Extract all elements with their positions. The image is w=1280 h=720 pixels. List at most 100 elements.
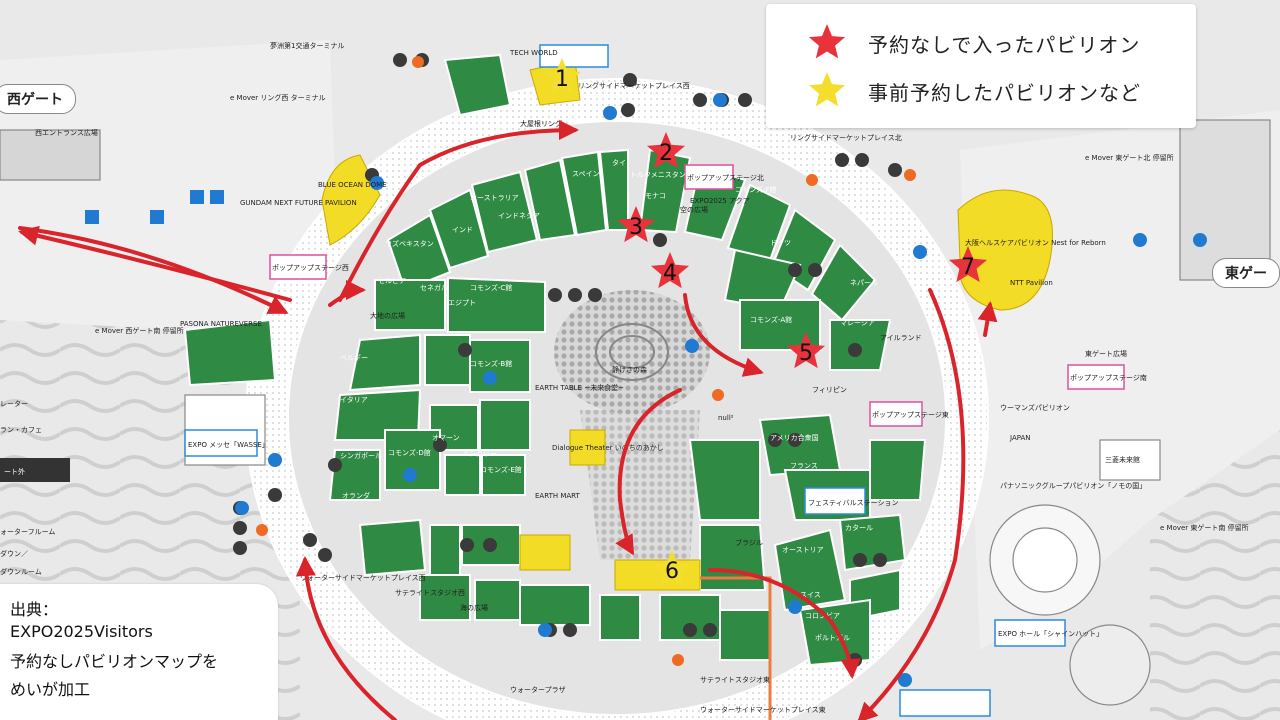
label-brazil: ブラジル (735, 538, 763, 547)
marker-6: 6 (652, 550, 692, 587)
label-singapore: シンガポール (340, 451, 382, 460)
blue-labels (184, 44, 1066, 717)
label-women: ウーマンズパビリオン (1000, 403, 1070, 412)
label-ring-marketplace-west: リングサイドマーケットプレイス西 (578, 81, 690, 90)
label-egypt: エジプト (448, 299, 476, 307)
label-water-plaza: ウォータープラザ (510, 685, 566, 694)
label-festival-station: フェスティバルステーション (808, 499, 898, 507)
source-note: 出典： EXPO2025Visitors 予約なしパビリオンマップを めいが加工 (0, 584, 278, 720)
label-ireland: アイルランド (880, 334, 922, 342)
label-italy: イタリア (340, 395, 368, 404)
yellow-star-icon (652, 550, 692, 587)
label-germany: ドイツ (770, 239, 791, 247)
popup-stages (269, 164, 1125, 427)
forest-of-tranquility (554, 290, 710, 414)
label-earth-mart: EARTH MART (535, 492, 581, 500)
label-emover-east-south: e Mover 東ゲート南 停留所 (1160, 523, 1249, 532)
marker-1: 1 (542, 58, 582, 95)
label-hungary: ハンガリー (462, 449, 497, 458)
yellow-star-icon (808, 72, 846, 107)
label-switzerland: スイス (800, 591, 821, 599)
label-philippines: フィリピン (812, 386, 847, 394)
label-commons-d: コモンズ-D館 (388, 448, 431, 457)
orange-path (700, 576, 772, 720)
yellow-star-icon (542, 58, 582, 95)
red-star-icon (646, 132, 686, 169)
marker-2: 2 (646, 132, 686, 169)
land-west (0, 40, 340, 350)
label-tech-world: TECH WORLD (509, 49, 558, 57)
left-edge-dark-tab (0, 458, 70, 482)
label-dialogue-theater: Dialogue Theater いのちのあかし (552, 444, 664, 452)
label-senegal: セネガル (420, 283, 448, 292)
label-emover-west-south: e Mover 西ゲート南 停留所 (95, 326, 184, 335)
red-star-icon (786, 332, 826, 369)
label-popup-east: ポップアップステージ東 (872, 410, 949, 419)
label-popup-west: ポップアップステージ西 (272, 264, 349, 272)
label-australia: オーストラリア (470, 194, 519, 202)
label-null2: null² (718, 414, 734, 422)
marker-number: 1 (555, 67, 569, 92)
marker-7: 7 (948, 246, 988, 283)
source-line-2: EXPO2025Visitors (10, 622, 153, 641)
label-panasonic: パナソニックグループパビリオン「ノモの国」 (1000, 481, 1146, 490)
label-left-edge-4: ォーターフルーム (0, 527, 55, 536)
label-uzbekistan: ウズベキスタン (385, 239, 434, 248)
label-emover-east-north: e Mover 東ゲート北 停留所 (1085, 153, 1174, 162)
label-india: インド (452, 226, 473, 234)
label-expo-hall: EXPO ホール「シャインハット」 (998, 630, 1103, 638)
label-east-gate-plaza: 東ゲート広場 (1085, 349, 1127, 358)
label-gundam: GUNDAM NEXT FUTURE PAVILION (240, 199, 357, 207)
label-left-edge-2: ラン・カフェ (0, 426, 42, 434)
red-star-icon (650, 252, 690, 289)
label-blue-ocean-dome: BLUE OCEAN DOME (318, 181, 387, 189)
label-expo2025-aqua: EXPO2025 アクア (690, 197, 750, 205)
legend-label-reserved: 事前予約したパビリオンなど (868, 80, 1141, 105)
label-plaza-sea: 海の広場 (460, 603, 488, 612)
marker-3: 3 (616, 206, 656, 243)
label-left-edge-6: ダウンルーム (0, 567, 42, 576)
marker-number: 7 (961, 255, 975, 280)
label-commons-f: コモンズ-F館 (735, 185, 776, 194)
west-gate-label: 西ゲート (0, 84, 76, 114)
marker-number: 5 (799, 341, 813, 366)
label-qatar: カタール (845, 523, 873, 532)
label-west-entrance: 西エントランス広場 (35, 128, 98, 137)
red-star-icon (948, 246, 988, 283)
label-spain: スペイン (572, 170, 600, 178)
label-japan: JAPAN (1009, 434, 1031, 442)
legend-row-reserved: 事前予約したパビリオンなど (806, 70, 1141, 112)
red-star-icon (808, 24, 846, 59)
label-portugal: ポルトガル (815, 633, 850, 642)
label-thai: タイ (612, 158, 626, 167)
label-forest: 静けさの森 (612, 365, 647, 374)
label-grand-ring: 大屋根リング (520, 119, 562, 128)
label-indonesia: インドネシア (498, 212, 540, 220)
label-satellite-studio-west: サテライトスタジオ西 (395, 588, 465, 597)
label-left-edge-3: ート外 (4, 467, 25, 476)
source-line-3: 予約なしパビリオンマップを (10, 652, 219, 671)
label-malaysia: マレーシア (840, 319, 875, 327)
label-nepal: ネパール (850, 279, 878, 287)
label-serbia: セルビア (378, 276, 406, 285)
label-commons-c: コモンズ-C館 (470, 283, 512, 292)
label-oman: オマーン (432, 434, 460, 442)
red-star-icon (616, 206, 656, 243)
label-osaka-healthcare: 大阪ヘルスケアパビリオン Nest for Reborn (965, 238, 1106, 247)
label-commons-a: コモンズ-A館 (750, 315, 792, 324)
map-labels: 大屋根リング 静けさの森 EARTH TABLE ~未来食堂~ EARTH MA… (0, 41, 1249, 714)
legend: 予約なしで入ったパビリオン 事前予約したパビリオンなど (766, 4, 1196, 128)
label-expo-messe: EXPO メッセ「WASSE」 (188, 441, 269, 449)
route-arrows (18, 120, 998, 720)
first-aid-icons (256, 56, 916, 666)
label-yumeshima-terminal: 夢洲第1交通ターミナル (270, 41, 344, 50)
label-popup-south: ポップアップステージ南 (1070, 373, 1147, 382)
label-plaza-big-roof: 大地の広場 (370, 311, 405, 320)
source-line-1: 出典： (10, 600, 59, 619)
label-commons-e: コモンズ-E館 (480, 465, 522, 474)
legend-row-no-reservation: 予約なしで入ったパビリオン (806, 22, 1140, 64)
label-waterside-marketplace-east: ウォーターサイドマーケットプレイス東 (700, 705, 826, 714)
label-popup-north: ポップアップステージ北 (687, 174, 764, 182)
